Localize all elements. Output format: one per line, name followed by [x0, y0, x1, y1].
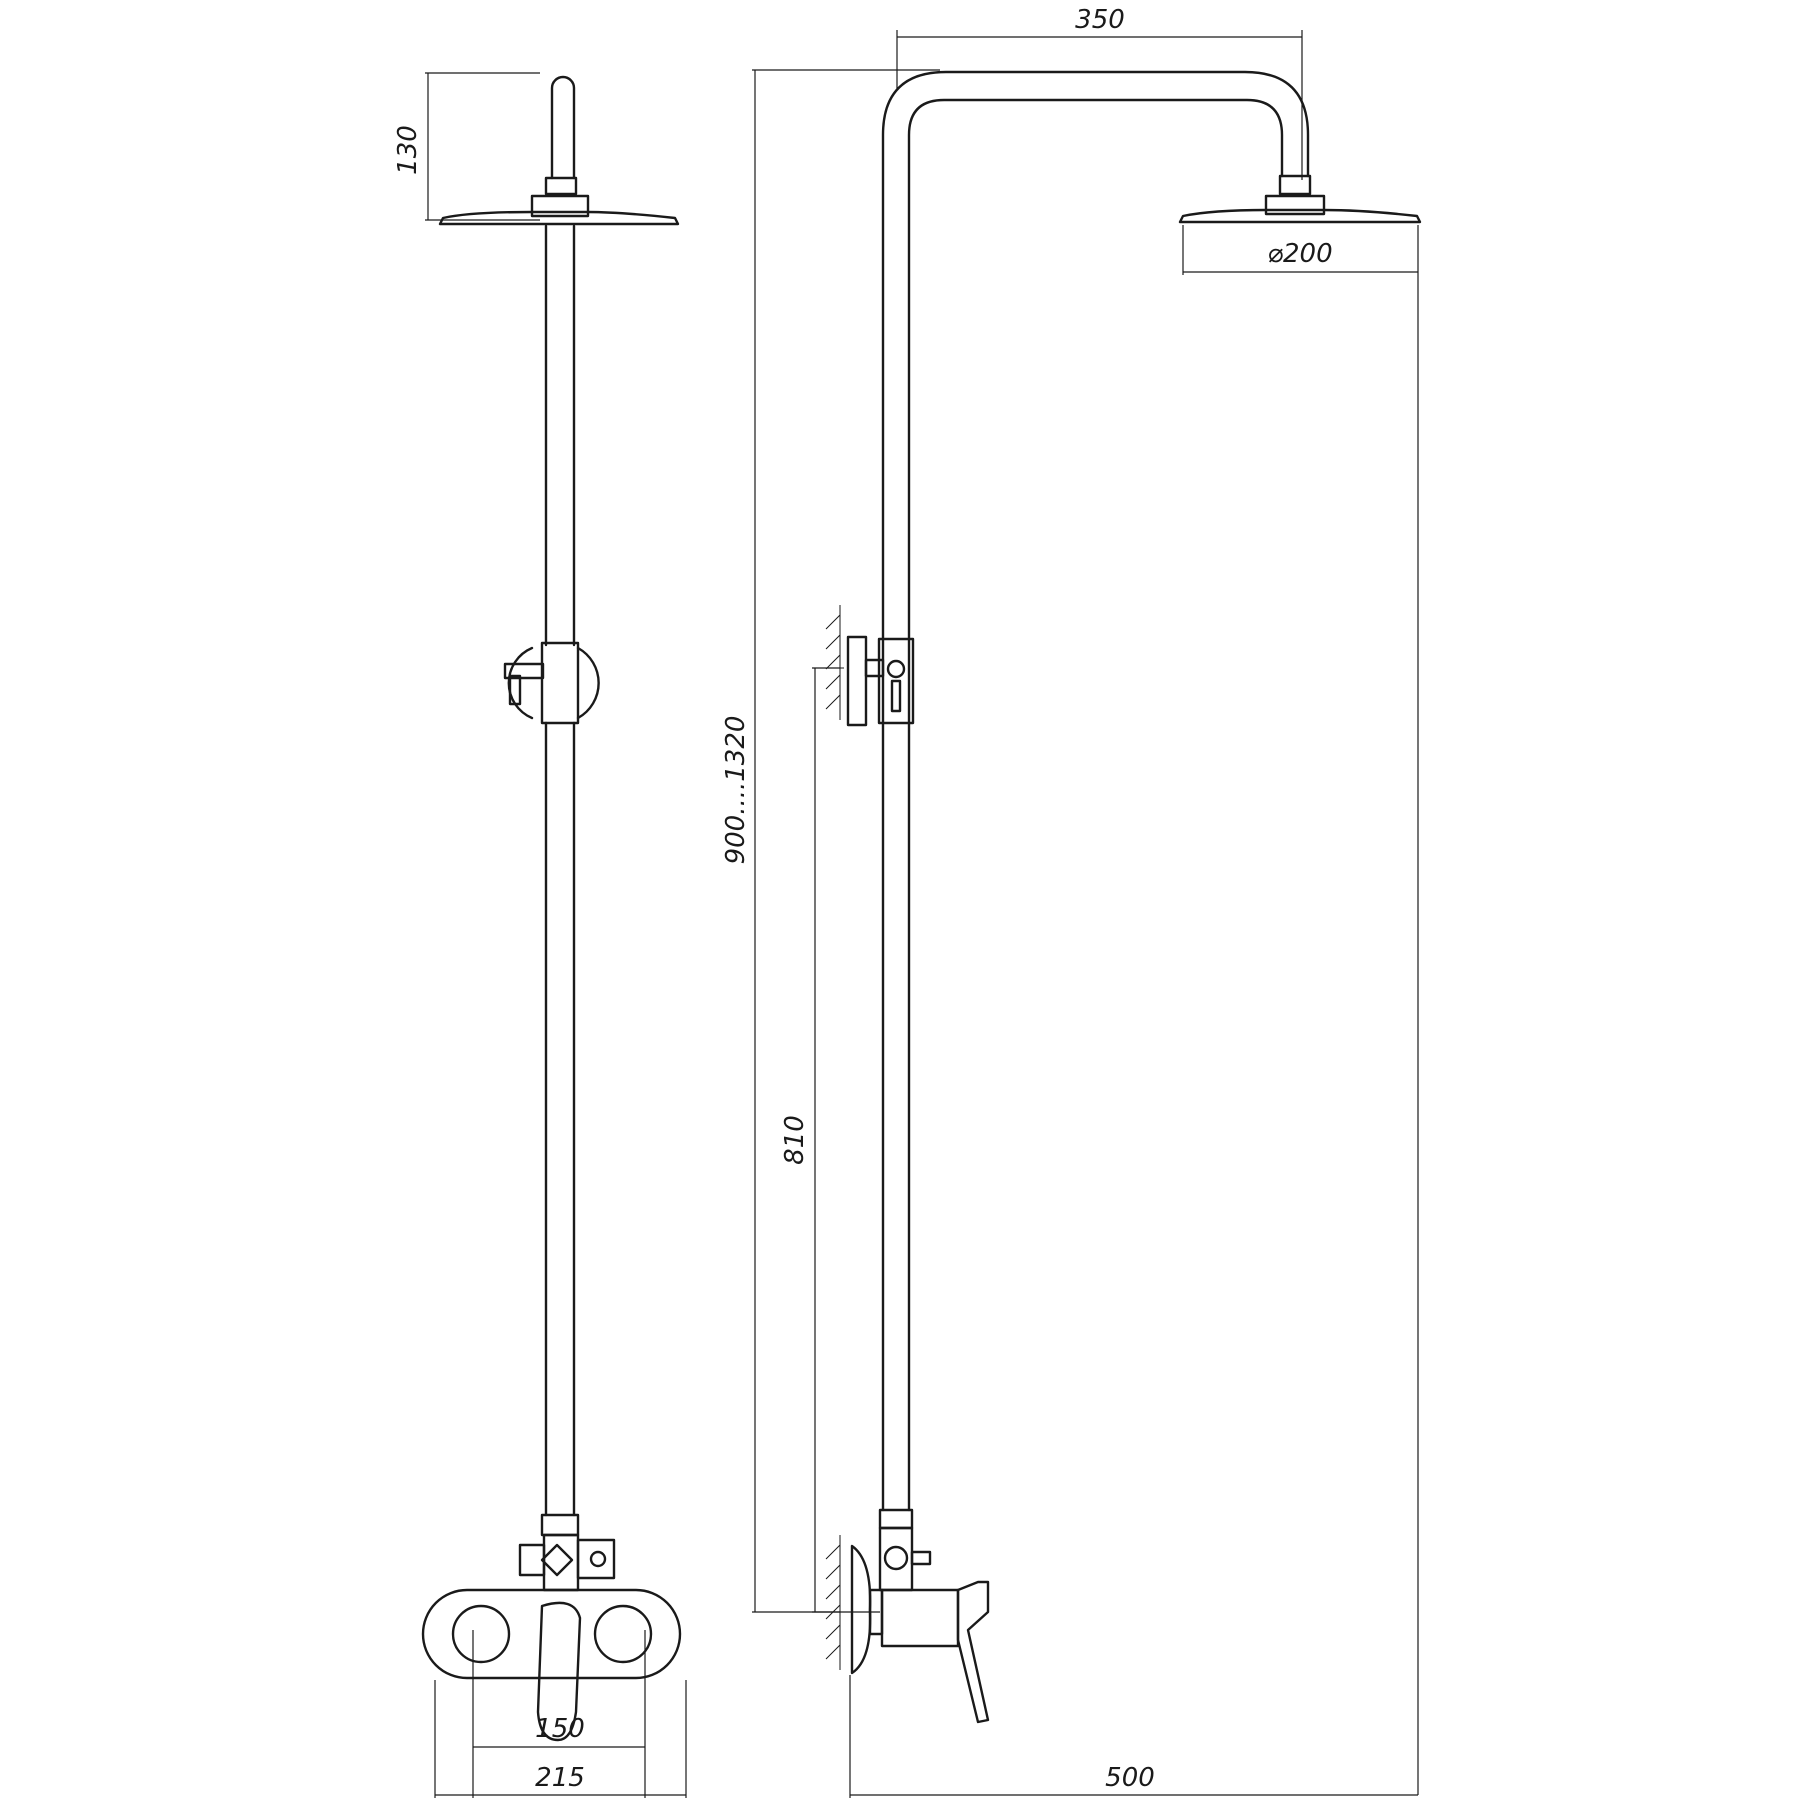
front-mixer-handle — [536, 1601, 582, 1742]
front-diverter-valve — [540, 1543, 574, 1577]
dim-height-label: 900....1320 — [721, 716, 751, 865]
side-bracket-plate — [846, 635, 868, 727]
front-riser-collar — [540, 1513, 580, 1537]
dim-215-label: 215 — [535, 1763, 585, 1793]
side-riser-arm-outer — [881, 70, 1310, 1512]
front-slider-arm — [503, 662, 545, 680]
dim-350-label: 350 — [1075, 5, 1125, 35]
side-head-flange — [1264, 194, 1326, 216]
side-riser-arm-inner — [907, 98, 1284, 1512]
dim-810-label: 810 — [780, 1115, 810, 1165]
front-shower-head — [438, 210, 680, 226]
side-bracket-arm — [864, 658, 885, 678]
dimensions: 130 150 215 350 ⌀200 900....1320 810 — [393, 5, 1419, 1798]
side-wall-hatch-lower — [825, 1544, 841, 1660]
front-diverter-left-knob — [518, 1543, 546, 1577]
front-mixer-right-eccentric — [593, 1604, 653, 1664]
side-mixer-handle — [956, 1580, 990, 1724]
side-mixer-escutcheon — [850, 1544, 872, 1675]
dim-150-label: 150 — [535, 1714, 585, 1744]
side-diverter-ring — [883, 1545, 909, 1571]
side-mixer-body — [880, 1588, 960, 1648]
side-slider-screw — [886, 659, 906, 679]
front-slider-disc-right — [576, 646, 600, 720]
front-head-nut — [544, 176, 578, 196]
side-slider-lever — [890, 679, 902, 713]
side-shower-head — [1178, 208, 1422, 224]
front-slider-disc — [507, 646, 534, 720]
front-head-flange — [530, 194, 590, 218]
side-view — [822, 70, 1422, 1724]
front-diverter-outlet-ring — [589, 1550, 607, 1568]
side-head-nut — [1278, 174, 1312, 196]
side-diverter-knob — [910, 1550, 932, 1566]
side-riser-collar — [878, 1508, 914, 1530]
front-slider-block — [540, 641, 580, 725]
front-slider-knob — [508, 674, 522, 706]
side-wall-hatch-upper — [822, 614, 844, 710]
dim-500-label: 500 — [1105, 1763, 1155, 1793]
front-diverter-body — [542, 1533, 580, 1592]
front-diverter-right-outlet — [576, 1538, 616, 1580]
side-slider-block — [877, 637, 915, 725]
front-top-stub — [550, 75, 576, 180]
front-mixer-left-eccentric — [451, 1604, 511, 1664]
front-mixer-body — [421, 1588, 682, 1680]
front-view — [421, 75, 682, 1742]
dim-200-label: ⌀200 — [1267, 239, 1332, 269]
dim-130-label: 130 — [393, 125, 423, 175]
